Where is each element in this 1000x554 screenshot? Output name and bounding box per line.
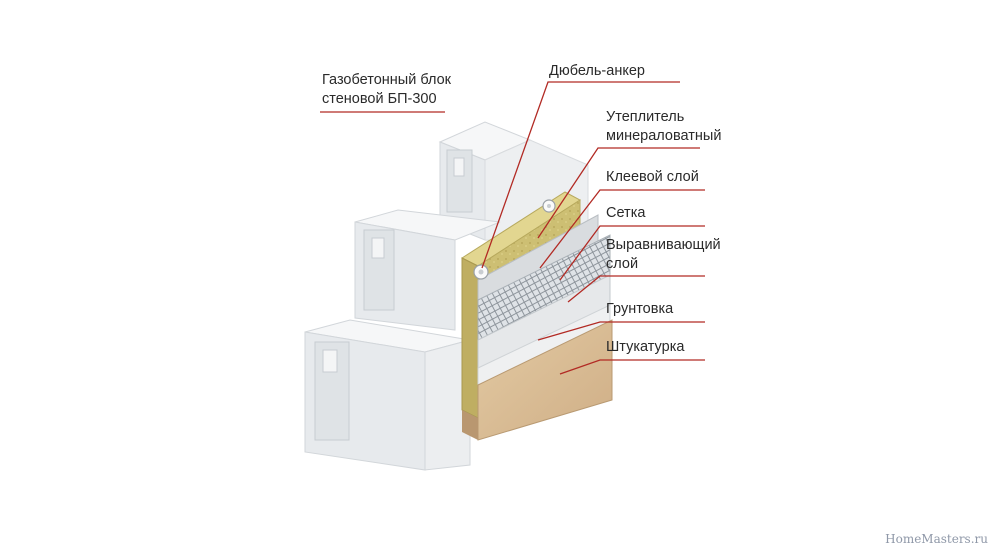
label-primer: Грунтовка bbox=[606, 301, 674, 317]
label-mesh: Сетка bbox=[606, 205, 646, 221]
watermark: HomeMasters.ru bbox=[885, 532, 988, 546]
dowel-anchor-icon bbox=[473, 199, 556, 280]
label-gas-block: Газобетонный блок стеновой БП-300 bbox=[322, 72, 452, 107]
gas-concrete-blocks bbox=[304, 121, 589, 471]
leader-leveling bbox=[567, 275, 705, 303]
plaster-layer bbox=[462, 319, 613, 441]
leader-plaster bbox=[559, 359, 705, 375]
leader-glue bbox=[539, 189, 705, 269]
leader-lines bbox=[320, 81, 705, 375]
leader-mesh bbox=[559, 225, 705, 281]
leader-primer bbox=[537, 321, 705, 341]
leader-dowel bbox=[481, 81, 680, 269]
label-dowel: Дюбель-анкер bbox=[549, 63, 645, 79]
label-leveling: Выравнивающий слой bbox=[606, 237, 721, 272]
leader-insulation bbox=[537, 147, 700, 239]
label-plaster: Штукатурка bbox=[606, 339, 685, 355]
label-insulation: Утеплитель минераловатный bbox=[606, 109, 722, 144]
label-glue: Клеевой слой bbox=[606, 169, 699, 185]
